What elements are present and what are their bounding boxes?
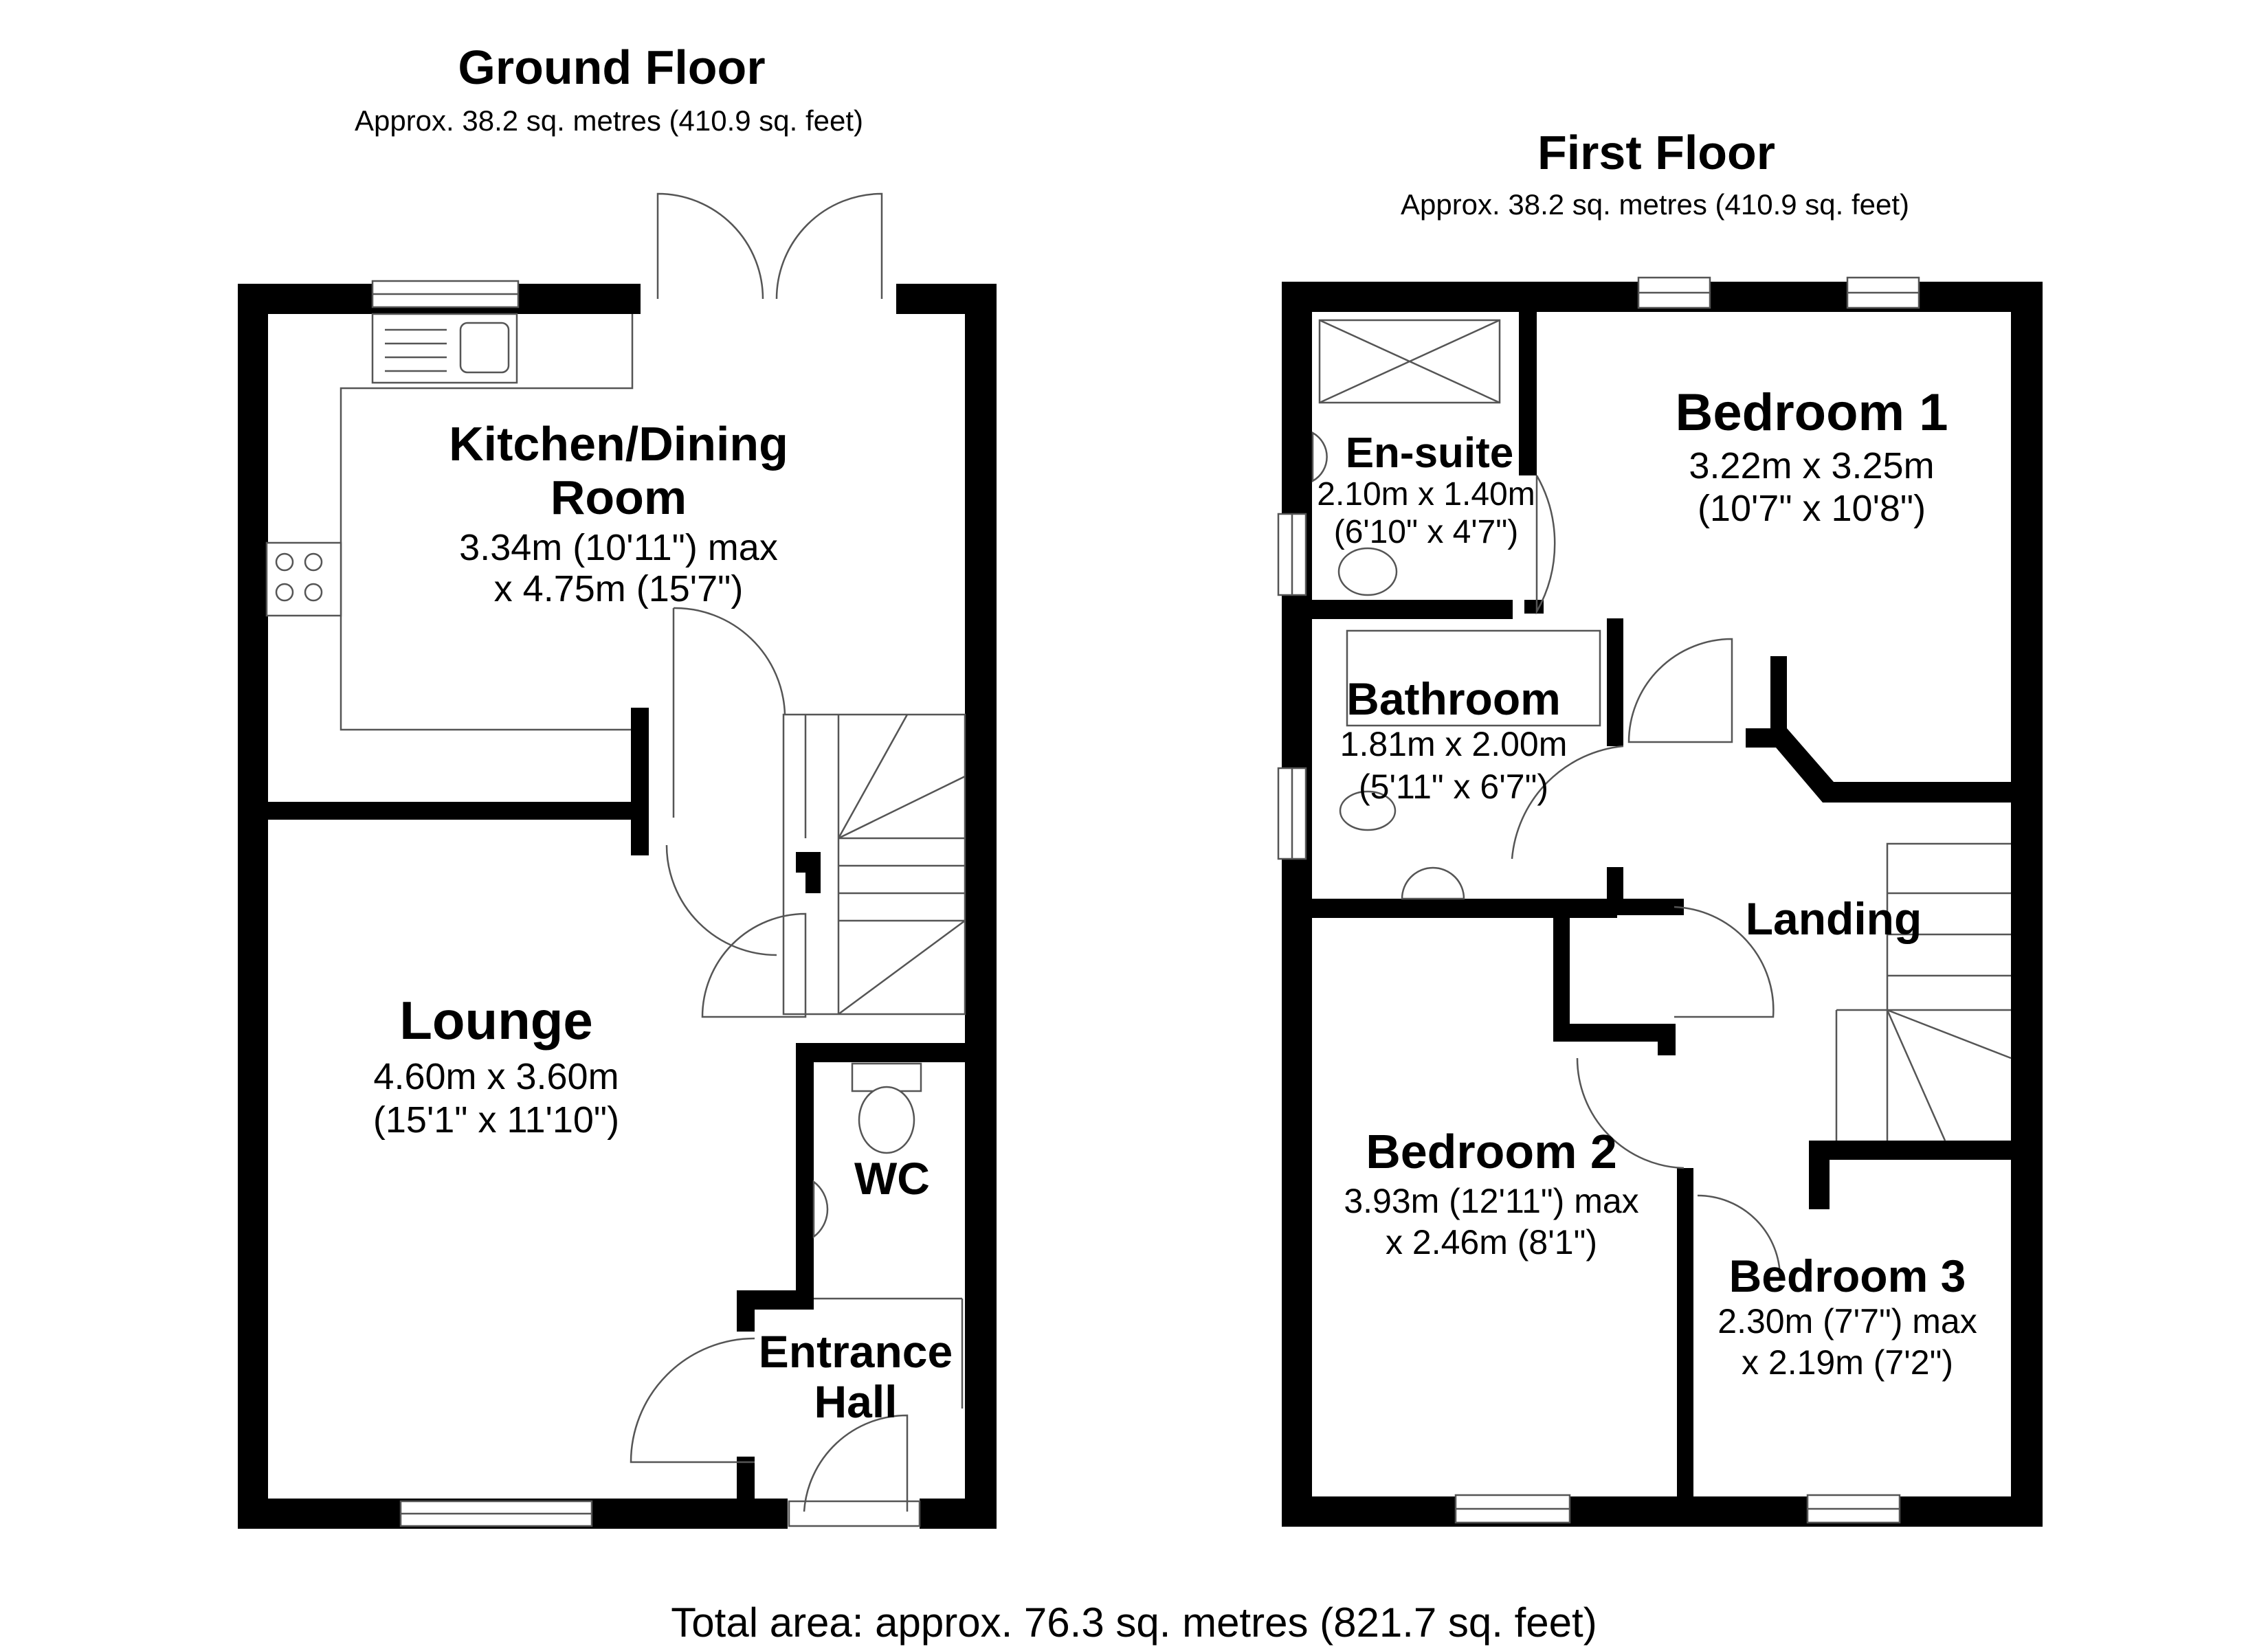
first-floor-title: First Floor <box>1537 126 1775 179</box>
room-dim-ensuite-line2: (6'10" x 4'7") <box>1334 514 1519 550</box>
first-floor-area: Approx. 38.2 sq. metres (410.9 sq. feet) <box>1401 188 1909 221</box>
room-name-wc: WC <box>854 1153 930 1204</box>
total-area: Total area: approx. 76.3 sq. metres (821… <box>671 1600 1597 1646</box>
room-name-bathroom: Bathroom <box>1346 673 1561 724</box>
room-dim-lounge-line2: (15'1" x 11'10") <box>373 1099 619 1141</box>
room-dim-bedroom3-line1: 2.30m (7'7") max <box>1717 1302 1977 1340</box>
room-dim-bedroom1-line1: 3.22m x 3.25m <box>1689 445 1934 486</box>
room-dim-kitchen-line2: x 4.75m (15'7") <box>494 568 744 609</box>
room-name-landing: Landing <box>1746 893 1922 944</box>
room-name-kitchen-line2: Room <box>551 471 687 524</box>
room-dim-bedroom1-line2: (10'7" x 10'8") <box>1698 488 1926 529</box>
room-name-bedroom2: Bedroom 2 <box>1366 1125 1617 1178</box>
room-name-hall-line2: Hall <box>814 1376 897 1427</box>
room-name-bedroom1: Bedroom 1 <box>1676 383 1948 442</box>
ground-floor-area: Approx. 38.2 sq. metres (410.9 sq. feet) <box>355 104 863 137</box>
ground-floor-title: Ground Floor <box>458 41 765 94</box>
first-floor-plan: First Floor Approx. 38.2 sq. metres (410… <box>1277 126 2043 1527</box>
room-dim-bedroom2-line1: 3.93m (12'11") max <box>1344 1182 1638 1220</box>
room-dim-bedroom3-line2: x 2.19m (7'2") <box>1742 1343 1953 1382</box>
room-dim-kitchen-line1: 3.34m (10'11") max <box>459 527 778 568</box>
room-dim-bedroom2-line2: x 2.46m (8'1") <box>1386 1223 1597 1261</box>
room-name-kitchen-line1: Kitchen/Dining <box>449 417 788 471</box>
room-name-ensuite: En-suite <box>1346 429 1514 477</box>
room-name-lounge: Lounge <box>399 990 593 1051</box>
room-dim-ensuite-line1: 2.10m x 1.40m <box>1317 476 1535 513</box>
room-dim-bathroom-line2: (5'11" x 6'7") <box>1359 767 1548 806</box>
room-dim-lounge-line1: 4.60m x 3.60m <box>373 1056 619 1097</box>
ground-floor-plan: Ground Floor Approx. 38.2 sq. metres (41… <box>238 41 997 1529</box>
room-name-hall-line1: Entrance <box>759 1326 953 1377</box>
room-dim-bathroom-line1: 1.81m x 2.00m <box>1340 725 1568 763</box>
room-name-bedroom3: Bedroom 3 <box>1729 1250 1966 1301</box>
